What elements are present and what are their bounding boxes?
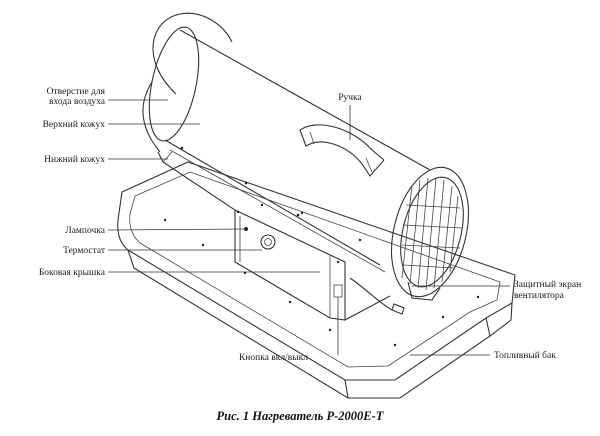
label-side-cover: Боковая крышка	[39, 268, 106, 278]
label-lower-shell: Нижний кожух	[44, 154, 105, 165]
upper-shell-drawing	[148, 26, 431, 273]
air-intake-drawing	[142, 12, 233, 153]
label-fuel-tank: Топливный бак	[494, 350, 556, 361]
lower-shell-drawing	[157, 151, 391, 321]
label-fan-guard-1: Защитный экран	[514, 279, 581, 290]
label-upper-shell: Верхний кожух	[43, 119, 106, 130]
label-power-button: Кнопка вкл/выкл	[239, 353, 308, 363]
label-air-intake-1: Отверстие для	[47, 87, 106, 97]
label-fan-guard-2: вентилятора	[514, 291, 565, 301]
label-air-intake-2: входа воздуха	[49, 97, 106, 107]
leader-lines	[107, 99, 510, 356]
label-handle: Ручка	[338, 93, 362, 103]
label-thermostat: Термостат	[63, 246, 106, 256]
label-lamp: Лампочка	[65, 226, 106, 236]
fuel-tank-drawing	[117, 161, 516, 399]
figure-caption: Рис. 1 Нагреватель P-2000E-T	[217, 409, 385, 423]
fan-guard-drawing	[391, 166, 469, 301]
controls-drawing	[244, 227, 405, 315]
handle-drawing	[299, 124, 385, 177]
